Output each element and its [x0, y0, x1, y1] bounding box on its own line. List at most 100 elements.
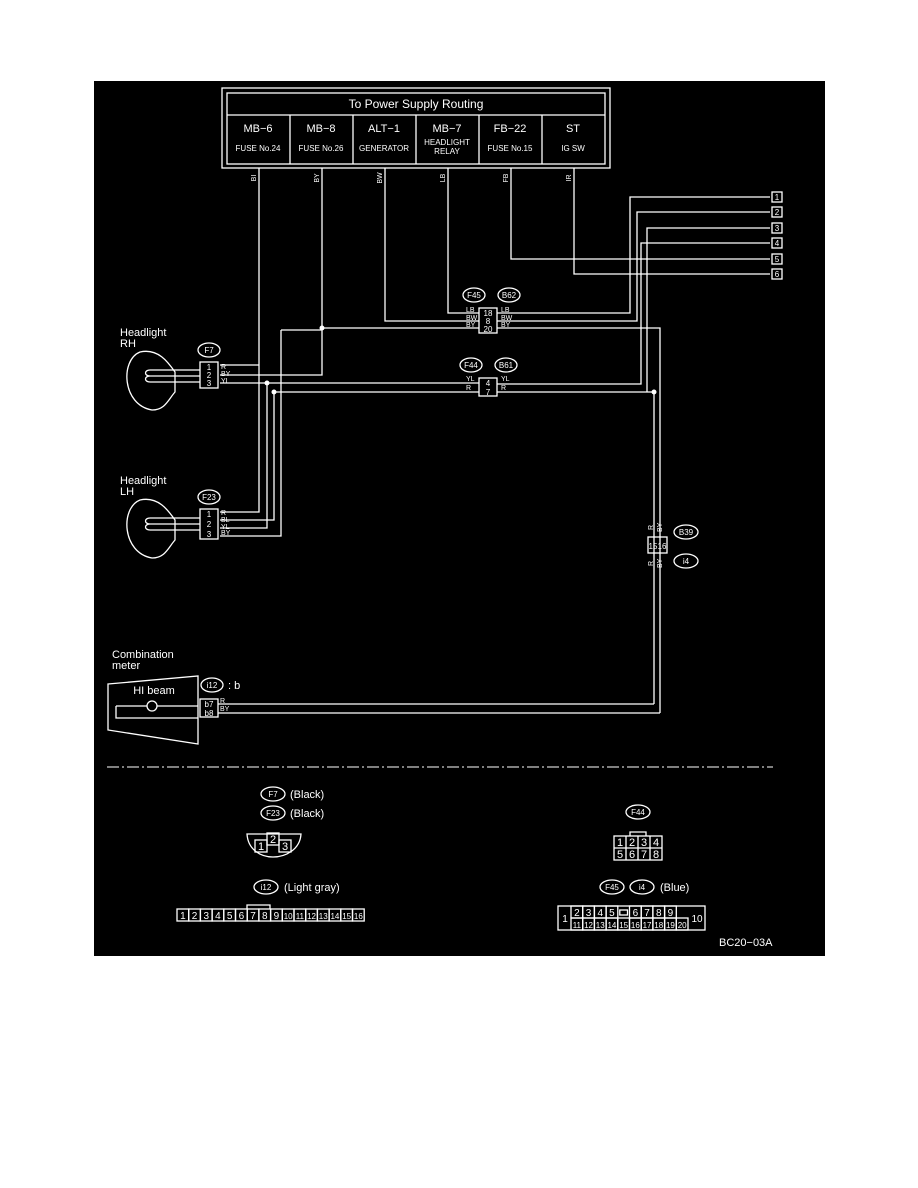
fuse-code: MB−6 [243, 123, 272, 135]
legend-f44: F44 1 2 3 4 5 6 7 8 [613, 804, 663, 861]
wire-bw [384, 168, 479, 322]
diagram-code: BC20−03A [719, 937, 773, 949]
pin-number: 5 [617, 849, 623, 861]
connector-code: F45 [605, 883, 619, 892]
fuse-code: ST [566, 123, 580, 135]
side-connector-label: 5 [775, 255, 780, 264]
pin-number: 5 [609, 908, 615, 919]
connector-code: F7 [268, 790, 278, 799]
side-connector-label: 6 [775, 270, 780, 279]
wire-conn3 [646, 227, 770, 392]
pin-number: 6 [629, 849, 635, 861]
fuse-desc: HEADLIGHT RELAY [424, 138, 470, 156]
wire-color-label: BY [657, 522, 664, 532]
pin-number: 4 [597, 908, 603, 919]
wire-color-label: BY [221, 530, 231, 537]
wire-color-label: LB [466, 307, 475, 314]
headlight-rh: Headlight RH F7 1 2 3 R BY YL [120, 328, 231, 411]
side-connectors: 1 2 3 4 5 6 [771, 191, 783, 280]
wire-by-lh [220, 330, 282, 537]
pin-number: b8 [205, 709, 214, 718]
pin-number: 10 [284, 912, 293, 921]
wire-color-label: BI [251, 175, 258, 182]
pin-number: 4 [215, 911, 221, 922]
pin-number: 2 [192, 911, 198, 922]
fuse-code: FB−22 [494, 123, 527, 135]
connector-color: (Light gray) [284, 882, 340, 894]
wire-ir [573, 168, 770, 275]
junction-dot [651, 389, 657, 395]
pin-number: 8 [486, 317, 491, 326]
headlight-label-wrap: Headlight RH [120, 328, 166, 350]
pin-number: 20 [678, 921, 687, 930]
pin-number: 1 [180, 911, 186, 922]
pin-number: 10 [691, 914, 703, 925]
pin-number: 6 [239, 911, 245, 922]
connector-code: F44 [464, 361, 478, 370]
wire-color-label: BW [377, 172, 384, 184]
wire-color-label: R [221, 510, 226, 517]
wire-color-label: R [648, 561, 655, 566]
fuse-desc: GENERATOR [359, 144, 409, 153]
pin-number: 6 [633, 908, 639, 919]
legend-f7-f23: F7 (Black) F23 (Black) 1 2 3 [246, 786, 324, 858]
pin-number: 3 [203, 911, 209, 922]
combination-meter: Combination meter HI beam i12 : b b7 b8 … [107, 650, 240, 745]
wire-b62-by [497, 327, 661, 713]
wire-color-label: BY [466, 322, 476, 329]
wire-color-label: BY [501, 322, 511, 329]
wire-by-rh [220, 168, 323, 376]
pin-number: 18 [484, 309, 493, 318]
supply-wire-labels: BI BY BW LB FB IR [251, 172, 573, 184]
pin-number: 7 [644, 908, 650, 919]
pin-number: 14 [607, 921, 616, 930]
junction-dot [271, 389, 277, 395]
pin-number: 13 [596, 921, 605, 930]
wire-r-lh [220, 392, 275, 521]
wire-lb [447, 168, 479, 314]
side-connector-label: 3 [775, 224, 780, 233]
headlight-rh-lamp [126, 350, 176, 411]
pin-number: 17 [643, 921, 652, 930]
connector-f44-b61: F44 B61 4 7 YL R YL R [459, 357, 518, 397]
pin-number: 7 [486, 388, 491, 397]
wire-b62-bw [497, 211, 770, 322]
fuse-desc: FUSE No.15 [488, 144, 533, 153]
pin-number: 8 [656, 908, 662, 919]
wire-b62-lb [497, 196, 770, 314]
connector-code: B61 [499, 361, 514, 370]
wire-conn4 [497, 242, 770, 385]
wire-yl-lh [220, 383, 268, 529]
pin-number: 18 [654, 921, 663, 930]
fuse-code: MB−8 [306, 123, 335, 135]
side-connector-label: 1 [775, 193, 780, 202]
pin-number: 15 [619, 921, 628, 930]
wire-color-label: YL [466, 376, 475, 383]
pin-number: 16 [354, 912, 363, 921]
connector-color: (Black) [290, 789, 324, 801]
connector-code: F45 [467, 291, 481, 300]
wire-color-label: BY [221, 371, 231, 378]
wire-color-label: YL [221, 524, 230, 531]
wire-color-label: FB [503, 173, 510, 182]
pin-number: 2 [207, 371, 212, 380]
power-supply-title: To Power Supply Routing [349, 97, 484, 111]
connector-code: B39 [679, 528, 694, 537]
pin-number: 7 [250, 911, 256, 922]
pin-number: 15 [342, 912, 351, 921]
pin-number: 13 [319, 912, 328, 921]
pin-number: 2 [270, 834, 276, 846]
pin-number: 19 [666, 921, 675, 930]
wire-color-label: R [221, 364, 226, 371]
pin-number: 4 [653, 837, 659, 849]
diagram-background [94, 81, 825, 956]
wire-color-label: LB [501, 307, 510, 314]
pin-number: 9 [668, 908, 674, 919]
pin-cell [351, 908, 365, 922]
junction-dot [264, 380, 270, 386]
pin-number: 15 [649, 542, 658, 551]
pin-number: 8 [653, 849, 659, 861]
